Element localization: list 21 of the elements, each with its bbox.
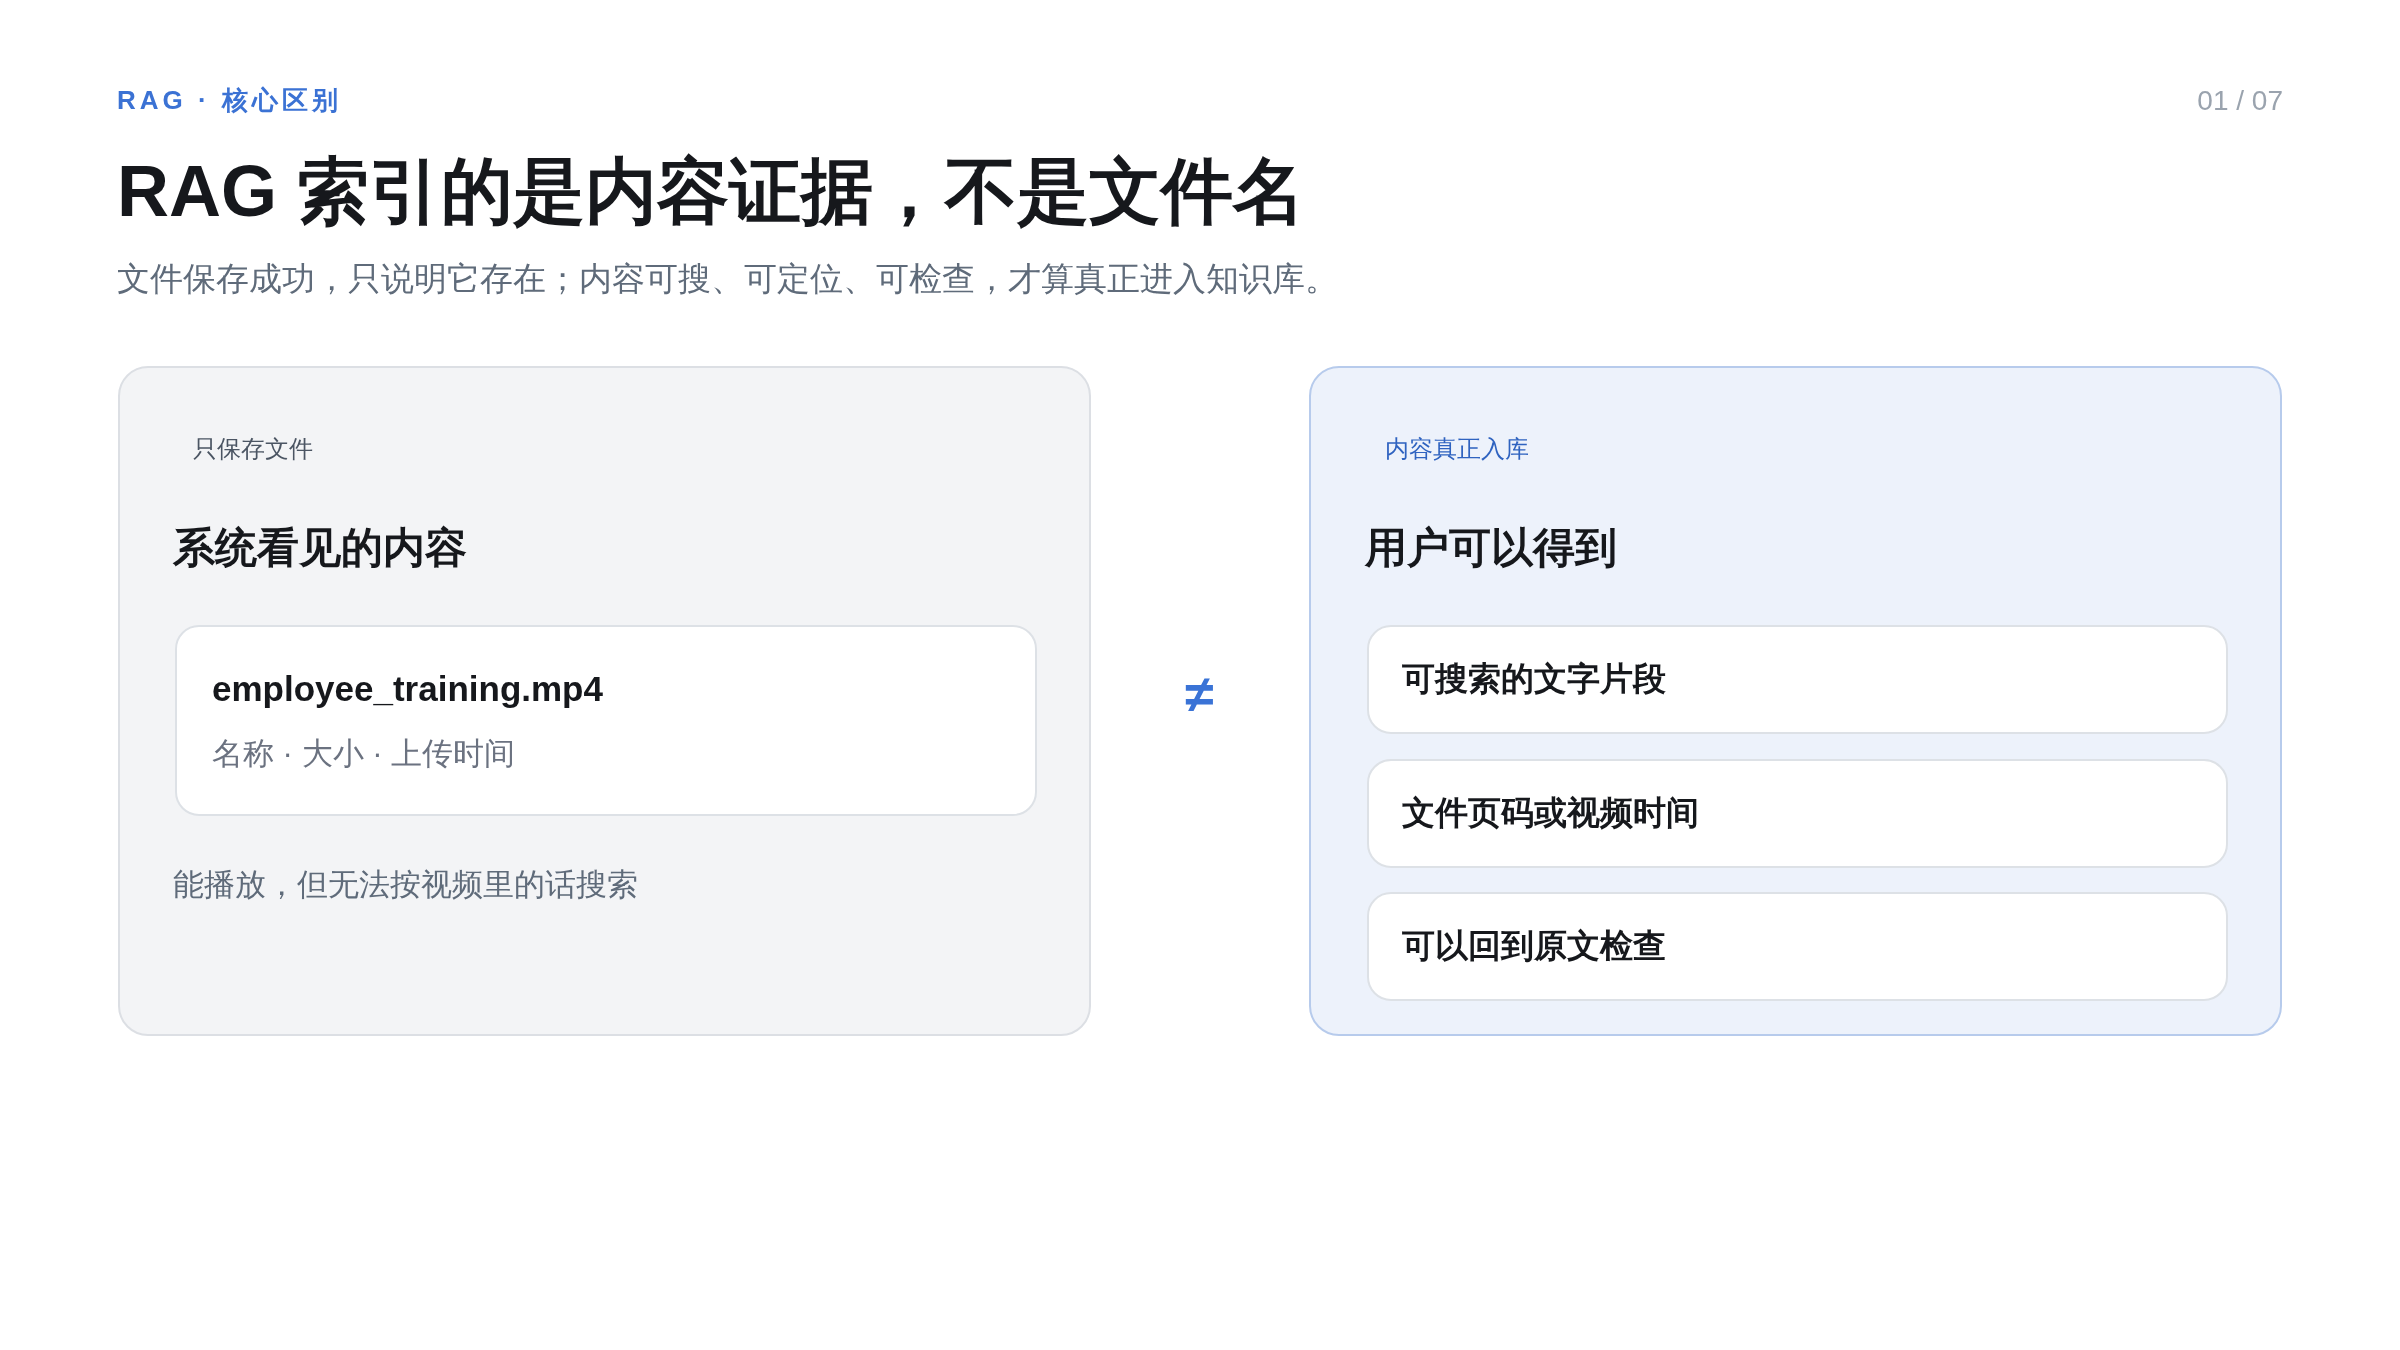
file-name: employee_training.mp4 — [212, 668, 603, 710]
not-equal-sign: ≠ — [1185, 668, 1214, 720]
comparison-panel — [1309, 366, 2282, 1036]
result-text: 可以回到原文检查 — [1402, 926, 1666, 966]
panel-heading: 系统看见的内容 — [173, 523, 467, 573]
result-text: 文件页码或视频时间 — [1402, 793, 1699, 833]
panel-tag: 只保存文件 — [193, 435, 313, 464]
slide-subtitle: 文件保存成功，只说明它存在；内容可搜、可定位、可检查，才算真正进入知识库。 — [117, 259, 1338, 299]
panel-heading: 用户可以得到 — [1365, 523, 1617, 573]
file-meta: 名称 · 大小 · 上传时间 — [212, 735, 516, 773]
page-number: 01 / 07 — [2197, 84, 2283, 118]
result-card — [1367, 892, 2228, 1001]
result-card — [1367, 625, 2228, 734]
section-kicker: RAG · 核心区别 — [117, 85, 342, 117]
panel-note: 能播放，但无法按视频里的话搜索 — [173, 866, 638, 904]
slide-title: RAG 索引的是内容证据，不是文件名 — [117, 150, 1305, 233]
result-text: 可搜索的文字片段 — [1402, 659, 1666, 699]
comparison-panel — [118, 366, 1091, 1036]
panel-tag: 内容真正入库 — [1385, 435, 1529, 464]
result-card — [1367, 759, 2228, 868]
file-card — [175, 625, 1037, 816]
